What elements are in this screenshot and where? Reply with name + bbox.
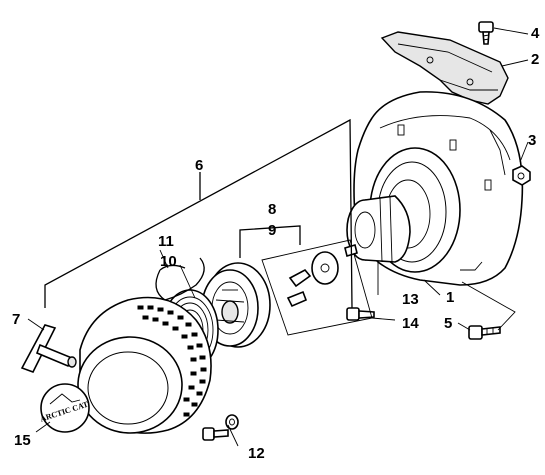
callout-12: 12 — [248, 445, 265, 462]
callout-15: 15 — [14, 432, 31, 449]
bolt-12-part — [202, 414, 239, 441]
group-8-9-bracket — [239, 225, 301, 258]
starter-housing-part — [77, 296, 212, 434]
starter-rope-part — [155, 257, 205, 301]
callout-8: 8 — [268, 201, 276, 218]
pawl-kit-part — [261, 239, 373, 336]
callout-11: 11 — [158, 233, 174, 250]
callout-6: 6 — [195, 157, 203, 174]
starter-handle-part — [20, 324, 77, 373]
callout-labels: 1 2 3 4 5 6 7 8 9 10 11 12 13 14 15 — [12, 25, 540, 462]
callout-1: 1 — [446, 289, 454, 306]
callout-4: 4 — [531, 25, 540, 42]
leader-lines — [27, 27, 529, 447]
screw-4-part — [478, 21, 494, 45]
callout-9: 9 — [268, 222, 276, 239]
arctic-cat-decal-part: ARCTIC CAT — [39, 383, 90, 433]
callout-2: 2 — [531, 51, 539, 68]
cover-plate-part — [380, 31, 509, 105]
callout-10: 10 — [160, 253, 177, 270]
starter-cup-part — [346, 195, 411, 263]
bolt-5-part — [468, 325, 501, 340]
callout-3: 3 — [528, 132, 536, 149]
group-6-bracket — [44, 118, 353, 309]
callout-13: 13 — [402, 291, 419, 308]
bolt-14-part — [346, 307, 375, 321]
callout-7: 7 — [12, 311, 20, 328]
callout-14: 14 — [402, 315, 419, 332]
callout-5: 5 — [444, 315, 452, 332]
nut-3-part — [512, 165, 531, 186]
